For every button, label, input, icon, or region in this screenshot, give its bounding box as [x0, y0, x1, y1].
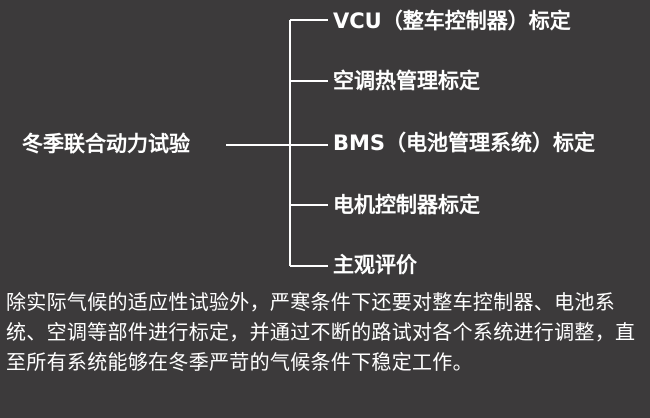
- branch-ac-thermal-calibration: 空调热管理标定: [333, 69, 480, 93]
- root-node-label: 冬季联合动力试验: [22, 132, 190, 156]
- tree-connectors: [226, 19, 328, 267]
- branch-vcu-calibration: VCU（整车控制器）标定: [333, 9, 571, 33]
- branch-subjective-evaluation: 主观评价: [333, 253, 417, 277]
- branch-motor-controller-calibration: 电机控制器标定: [333, 193, 480, 217]
- description-paragraph: 除实际气候的适应性试验外，严寒条件下还要对整车控制器、电池系统、空调等部件进行标…: [6, 290, 636, 374]
- tree-diagram: 冬季联合动力试验 VCU（整车控制器）标定 空调热管理标定 BMS（电池管理系统…: [22, 9, 596, 277]
- branch-bms-calibration: BMS（电池管理系统）标定: [333, 131, 596, 155]
